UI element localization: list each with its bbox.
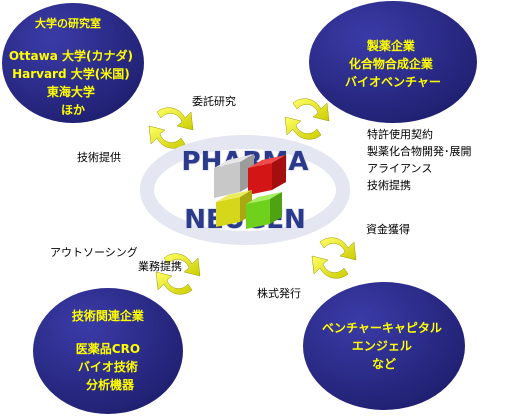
university-title: 大学の研究室: [35, 16, 101, 30]
pharma-list: 製薬企業 化合物合成企業 バイオベンチャー: [345, 38, 441, 89]
label-gijutsu-teikyo: 技術提供: [77, 150, 121, 164]
cycle-arrow-icon: [311, 237, 357, 279]
circle-university: [2, 3, 144, 123]
label-partner-block: 特許使用契約 製薬化合物開発･展開 アライアンス 技術提携: [367, 127, 475, 192]
label-kabushiki: 株式発行: [257, 286, 301, 300]
cycle-arrow-icon: [148, 107, 194, 149]
label-shikin: 資金獲得: [366, 222, 410, 236]
university-list: Ottawa 大学(カナダ) Harvard 大学(米国) 東海大学 ほか: [9, 48, 137, 117]
tech-list: 技術関連企業 医薬品CRO バイオ技術 分析機器: [72, 308, 148, 392]
circle-tech: [33, 288, 183, 414]
capital-list: ベンチャーキャピタル エンジェル など: [322, 321, 446, 371]
label-itaku: 委託研究: [192, 94, 236, 108]
cycle-arrow-icon: [284, 98, 330, 140]
cycle-arrow-icon: [155, 253, 201, 295]
label-outsourcing: アウトソーシング: [50, 245, 138, 259]
circle-pharma: [309, 1, 477, 123]
label-gyomu: 業務提携: [138, 259, 182, 273]
circle-capital: [303, 282, 465, 410]
center-logo: PHARMA NEUGEN: [140, 135, 350, 245]
cube-logo-icon: [214, 154, 286, 229]
